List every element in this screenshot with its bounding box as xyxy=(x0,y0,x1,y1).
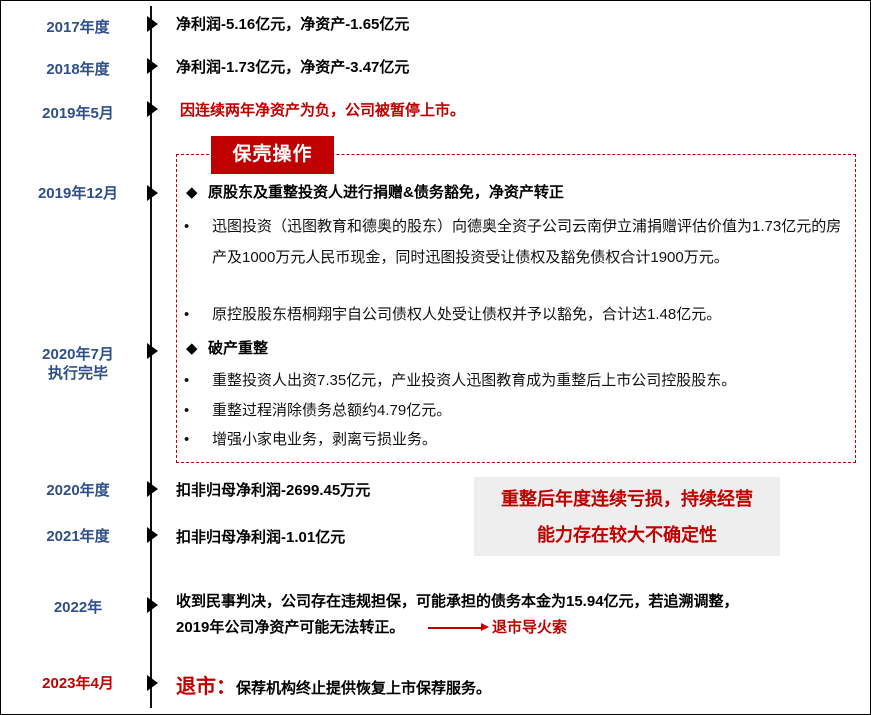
timeline-arrow xyxy=(147,58,158,74)
bullet-icon: • xyxy=(184,218,190,235)
list-item-text: 重整过程消除债务总额约4.79亿元。 xyxy=(212,402,452,419)
arrow-head-icon xyxy=(481,623,489,631)
event-2017: 净利润-5.16亿元，净资产-1.65亿元 xyxy=(176,16,410,33)
list-item-text: 原控股股东梧桐翔宇自公司债权人处受让债权并予以豁免，合计达1.48亿元。 xyxy=(212,306,722,323)
arrow-line xyxy=(428,627,483,629)
diamond-icon: ◆ xyxy=(186,340,198,357)
event-2022-line1: 收到民事判决，公司存在违规担保，可能承担的债务本金为15.94亿元，若追溯调整， xyxy=(176,593,739,610)
list-item-text: 重整投资人出资7.35亿元，产业投资人迅图教育成为重整后上市公司控股股东。 xyxy=(212,372,737,389)
list-item: • 重整过程消除债务总额约4.79亿元。 xyxy=(184,395,852,426)
date-2019-05: 2019年5月 xyxy=(42,105,114,122)
date-2018: 2018年度 xyxy=(46,61,110,78)
date-2020: 2020年度 xyxy=(46,482,110,499)
date-2019-12: 2019年12月 xyxy=(37,185,119,202)
event-2021: 扣非归母净利润-1.01亿元 xyxy=(176,529,346,546)
date-2021: 2021年度 xyxy=(46,528,110,545)
diamond-icon: ◆ xyxy=(186,184,198,201)
section-heading-text: 破产重整 xyxy=(208,340,269,357)
delisting-text: 保荐机构终止提供恢复上市保荐服务。 xyxy=(236,680,492,697)
event-2022-line2: 2019年公司净资产可能无法转正。 xyxy=(176,619,405,636)
event-2020: 扣非归母净利润-2699.45万元 xyxy=(176,482,371,499)
timeline-arrow xyxy=(147,101,158,117)
bullet-icon: • xyxy=(184,306,190,323)
timeline-arrow xyxy=(147,16,158,32)
date-2022: 2022年 xyxy=(53,599,103,616)
timeline-arrow xyxy=(147,185,158,201)
list-item-text: 增强小家电业务，剥离亏损业务。 xyxy=(212,431,438,448)
shell-operations-box xyxy=(176,154,856,463)
event-2023-04: 退市：保荐机构终止提供恢复上市保荐服务。 xyxy=(176,677,491,699)
timeline-arrow xyxy=(147,527,158,543)
timeline-arrow xyxy=(147,343,158,359)
list-item-text: 迅图投资（迅图教育和德奥的股东）向德奥全资子公司云南伊立浦捐赠评估价值为1.73… xyxy=(212,218,842,266)
section-heading-text: 原股东及重整投资人进行捐赠&债务豁免，净资产转正 xyxy=(208,184,564,201)
date-2020-07: 2020年7月 执行完毕 xyxy=(8,345,148,383)
bullet-icon: • xyxy=(184,372,190,389)
list-item: • 原控股股东梧桐翔宇自公司债权人处受让债权并予以豁免，合计达1.48亿元。 xyxy=(184,299,852,330)
timeline-arrow xyxy=(147,597,158,613)
date-2023-04: 2023年4月 xyxy=(42,675,114,692)
callout-line1: 重整后年度连续亏损，持续经营 xyxy=(501,489,753,509)
going-concern-callout: 重整后年度连续亏损，持续经营 能力存在较大不确定性 xyxy=(474,477,780,556)
event-2018: 净利润-1.73亿元，净资产-3.47亿元 xyxy=(176,59,410,76)
event-2019-05: 因连续两年净资产为负，公司被暂停上市。 xyxy=(180,102,466,119)
date-2020-07-line2: 执行完毕 xyxy=(47,365,108,382)
timeline-arrow xyxy=(147,675,158,691)
delisting-label: 退市： xyxy=(176,676,236,698)
date-2017: 2017年度 xyxy=(46,19,110,36)
shell-operations-title: 保壳操作 xyxy=(211,136,334,174)
callout-line2: 能力存在较大不确定性 xyxy=(537,525,717,545)
list-item: • 重整投资人出资7.35亿元，产业投资人迅图教育成为重整后上市公司控股股东。 xyxy=(184,365,852,396)
section-donation-heading: ◆ 原股东及重整投资人进行捐赠&债务豁免，净资产转正 xyxy=(186,183,564,203)
bullet-icon: • xyxy=(184,402,190,419)
timeline-arrow xyxy=(147,481,158,497)
trigger-note: 退市导火索 xyxy=(492,619,568,636)
section-restructuring-heading: ◆ 破产重整 xyxy=(186,339,268,359)
list-item: • 迅图投资（迅图教育和德奥的股东）向德奥全资子公司云南伊立浦捐赠评估价值为1.… xyxy=(184,211,852,273)
bullet-icon: • xyxy=(184,431,190,448)
date-2020-07-line1: 2020年7月 xyxy=(42,346,114,363)
list-item: • 增强小家电业务，剥离亏损业务。 xyxy=(184,424,852,455)
